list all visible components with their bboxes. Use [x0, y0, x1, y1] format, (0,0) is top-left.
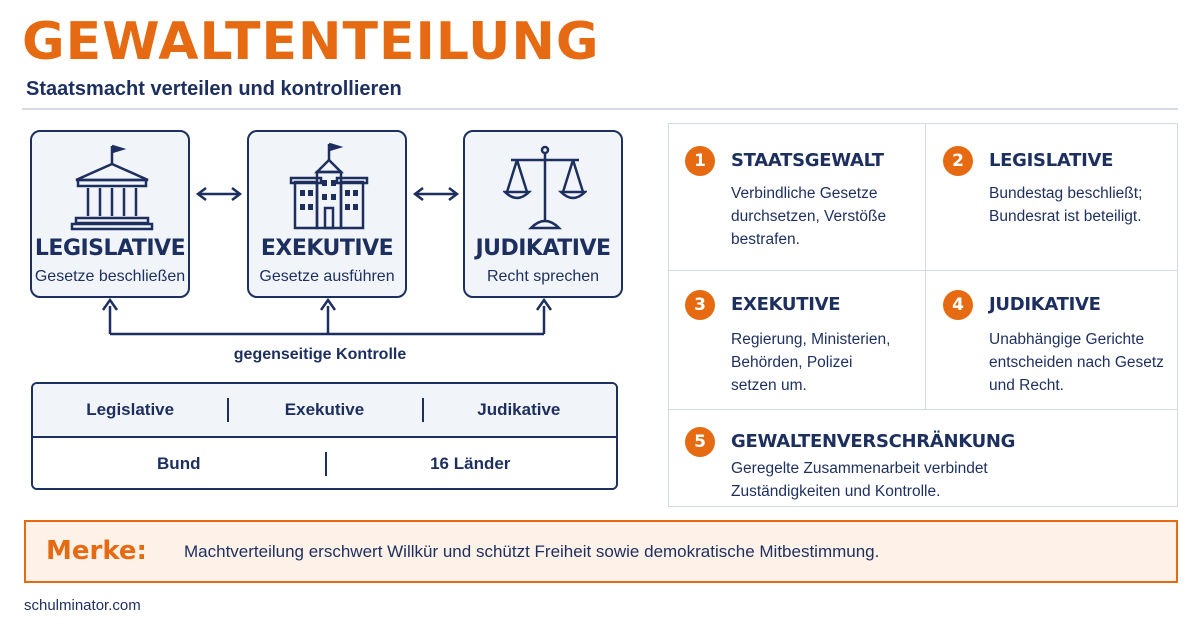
double-arrow-icon — [412, 187, 460, 201]
merke-box: Merke: Machtverteilung erschwert Willkür… — [24, 520, 1178, 583]
page-title: GEWALTENTEILUNG — [22, 12, 600, 72]
table-row: Legislative Exekutive Judikative — [33, 384, 616, 438]
table-row: Bund 16 Länder — [33, 438, 617, 488]
branch-box-judikative: JUDIKATIVE Recht sprechen — [463, 130, 623, 298]
federal-level-table: Legislative Exekutive Judikative Bund 16… — [31, 382, 618, 490]
table-cell: 16 Länder — [324, 438, 617, 488]
government-building-icon — [289, 142, 369, 230]
branch-box-exekutive: EXEKUTIVE Gesetze ausführen — [247, 130, 407, 298]
branch-box-legislative: LEGISLATIVE Gesetze beschließen — [30, 130, 190, 298]
grid-divider — [925, 124, 926, 409]
table-cell: Exekutive — [227, 384, 421, 436]
merke-text: Machtverteilung erschwert Willkür und sc… — [184, 542, 880, 561]
header-divider — [22, 108, 1178, 110]
parliament-icon — [70, 144, 154, 231]
branch-desc: Gesetze ausführen — [259, 268, 395, 285]
double-arrow-icon — [195, 187, 243, 201]
number-badge: 3 — [685, 290, 715, 320]
table-cell: Bund — [157, 454, 201, 473]
number-badge: 4 — [943, 290, 973, 320]
footer-source: schulminator.com — [24, 597, 141, 614]
branch-name: JUDIKATIVE — [475, 236, 611, 261]
scales-icon — [503, 145, 587, 230]
number-badge: 1 — [685, 146, 715, 176]
branch-name: EXEKUTIVE — [260, 236, 394, 261]
branch-desc: Gesetze beschließen — [34, 268, 186, 285]
page-subtitle: Staatsmacht verteilen und kontrollieren — [26, 78, 402, 100]
control-connector-icon — [101, 297, 553, 336]
card-text: Regierung, Ministerien,Behörden, Polizei… — [731, 331, 891, 394]
merke-label: Merke: — [46, 536, 147, 566]
card-text: Bundestag beschließt;Bundesrat ist betei… — [989, 185, 1143, 225]
branch-desc: Recht sprechen — [486, 268, 600, 285]
number-badge: 2 — [943, 146, 973, 176]
grid-divider — [669, 409, 1177, 410]
card-title: EXEKUTIVE — [731, 294, 841, 315]
number-badge: 5 — [685, 427, 715, 457]
grid-divider — [669, 270, 1177, 271]
card-title: STAATSGEWALT — [731, 150, 884, 171]
control-label: gegenseitige Kontrolle — [233, 346, 407, 363]
branch-name: LEGISLATIVE — [34, 236, 186, 261]
table-cell: Judikative — [421, 384, 616, 436]
table-cell: Legislative — [86, 400, 175, 419]
card-title: JUDIKATIVE — [989, 294, 1101, 315]
card-title: LEGISLATIVE — [989, 150, 1114, 171]
card-title: GEWALTENVERSCHRÄNKUNG — [731, 431, 1016, 452]
